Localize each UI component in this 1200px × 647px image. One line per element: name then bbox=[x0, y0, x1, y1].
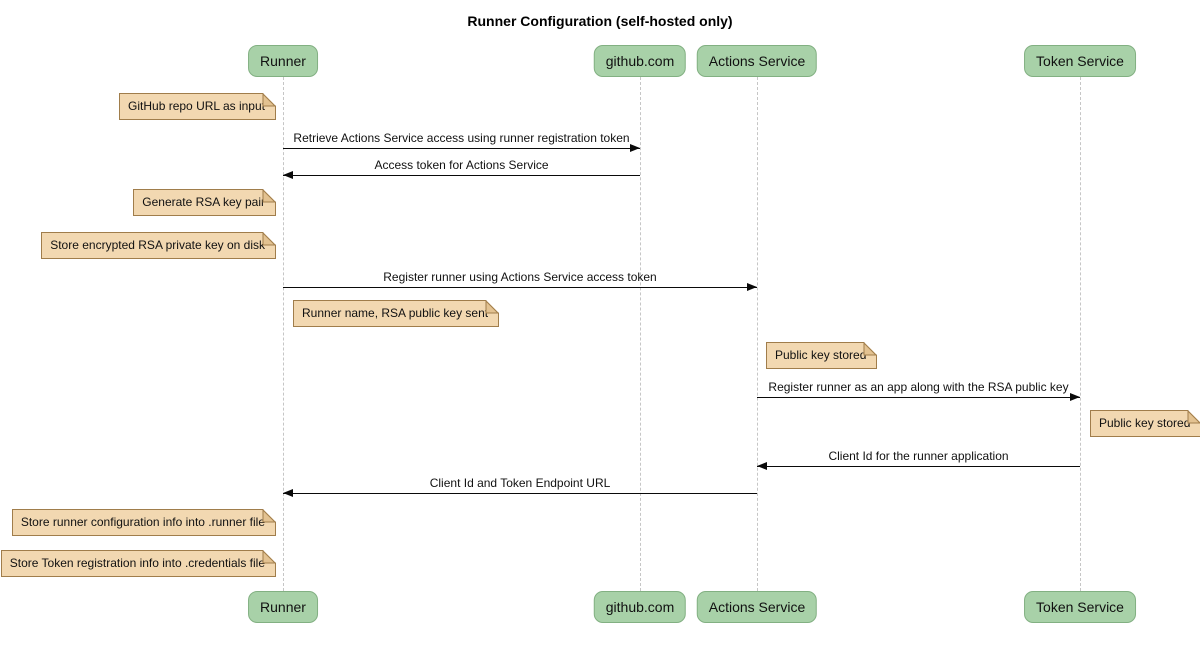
note-fold-icon bbox=[485, 300, 500, 314]
participant-token-bottom: Token Service bbox=[1024, 591, 1136, 623]
note-fold-icon bbox=[1187, 410, 1200, 424]
arrow-head-icon bbox=[1070, 393, 1080, 401]
note-fold-icon bbox=[863, 342, 878, 356]
message-label: Register runner using Actions Service ac… bbox=[383, 270, 657, 284]
message-line-5 bbox=[757, 466, 1080, 467]
participant-token-top: Token Service bbox=[1024, 45, 1136, 77]
note-fold-icon bbox=[262, 93, 276, 107]
lifeline-runner bbox=[283, 77, 284, 591]
message-line-6 bbox=[283, 493, 757, 494]
lifeline-token bbox=[1080, 77, 1081, 591]
participant-runner-top: Runner bbox=[248, 45, 318, 77]
note: GitHub repo URL as input bbox=[119, 93, 276, 120]
message-label: Register runner as an app along with the… bbox=[768, 380, 1069, 394]
message-label: Retrieve Actions Service access using ru… bbox=[293, 131, 630, 145]
note-fold-icon bbox=[262, 550, 276, 564]
note-text: Store encrypted RSA private key on disk bbox=[50, 238, 265, 252]
note: Public key stored bbox=[766, 342, 878, 369]
note-text: Store Token registration info into .cred… bbox=[9, 556, 265, 570]
participant-actions-bottom: Actions Service bbox=[696, 591, 818, 623]
message-label: Client Id and Token Endpoint URL bbox=[429, 476, 611, 490]
note: Store encrypted RSA private key on disk bbox=[41, 232, 276, 259]
participant-github-bottom: github.com bbox=[593, 591, 687, 623]
arrow-head-icon bbox=[283, 489, 293, 497]
note: Generate RSA key pair bbox=[133, 189, 276, 216]
arrow-head-icon bbox=[747, 283, 757, 291]
participant-runner-bottom: Runner bbox=[248, 591, 318, 623]
note: Public key stored bbox=[1090, 410, 1200, 437]
lifeline-github bbox=[640, 77, 641, 591]
diagram-title: Runner Configuration (self-hosted only) bbox=[467, 13, 733, 29]
note-fold-icon bbox=[262, 232, 276, 246]
arrow-head-icon bbox=[630, 144, 640, 152]
message-label: Access token for Actions Service bbox=[374, 158, 549, 172]
note: Runner name, RSA public key sent bbox=[293, 300, 500, 327]
message-line-1 bbox=[283, 148, 640, 149]
note-text: Runner name, RSA public key sent bbox=[302, 306, 489, 320]
message-line-3 bbox=[283, 287, 757, 288]
note-text: Store runner configuration info into .ru… bbox=[20, 515, 265, 529]
note-text: Generate RSA key pair bbox=[142, 195, 265, 209]
note-text: Public key stored bbox=[1099, 416, 1191, 430]
note: Store Token registration info into .cred… bbox=[0, 550, 276, 577]
message-line-2 bbox=[283, 175, 640, 176]
note: Store runner configuration info into .ru… bbox=[11, 509, 276, 536]
note-fold-icon bbox=[262, 189, 276, 203]
message-line-4 bbox=[757, 397, 1080, 398]
note-fold-icon bbox=[262, 509, 276, 523]
arrow-head-icon bbox=[283, 171, 293, 179]
lifeline-actions bbox=[757, 77, 758, 591]
message-label: Client Id for the runner application bbox=[828, 449, 1009, 463]
participant-actions-top: Actions Service bbox=[696, 45, 818, 77]
arrow-head-icon bbox=[757, 462, 767, 470]
note-text: GitHub repo URL as input bbox=[128, 99, 265, 113]
note-text: Public key stored bbox=[775, 348, 867, 362]
participant-github-top: github.com bbox=[593, 45, 687, 77]
